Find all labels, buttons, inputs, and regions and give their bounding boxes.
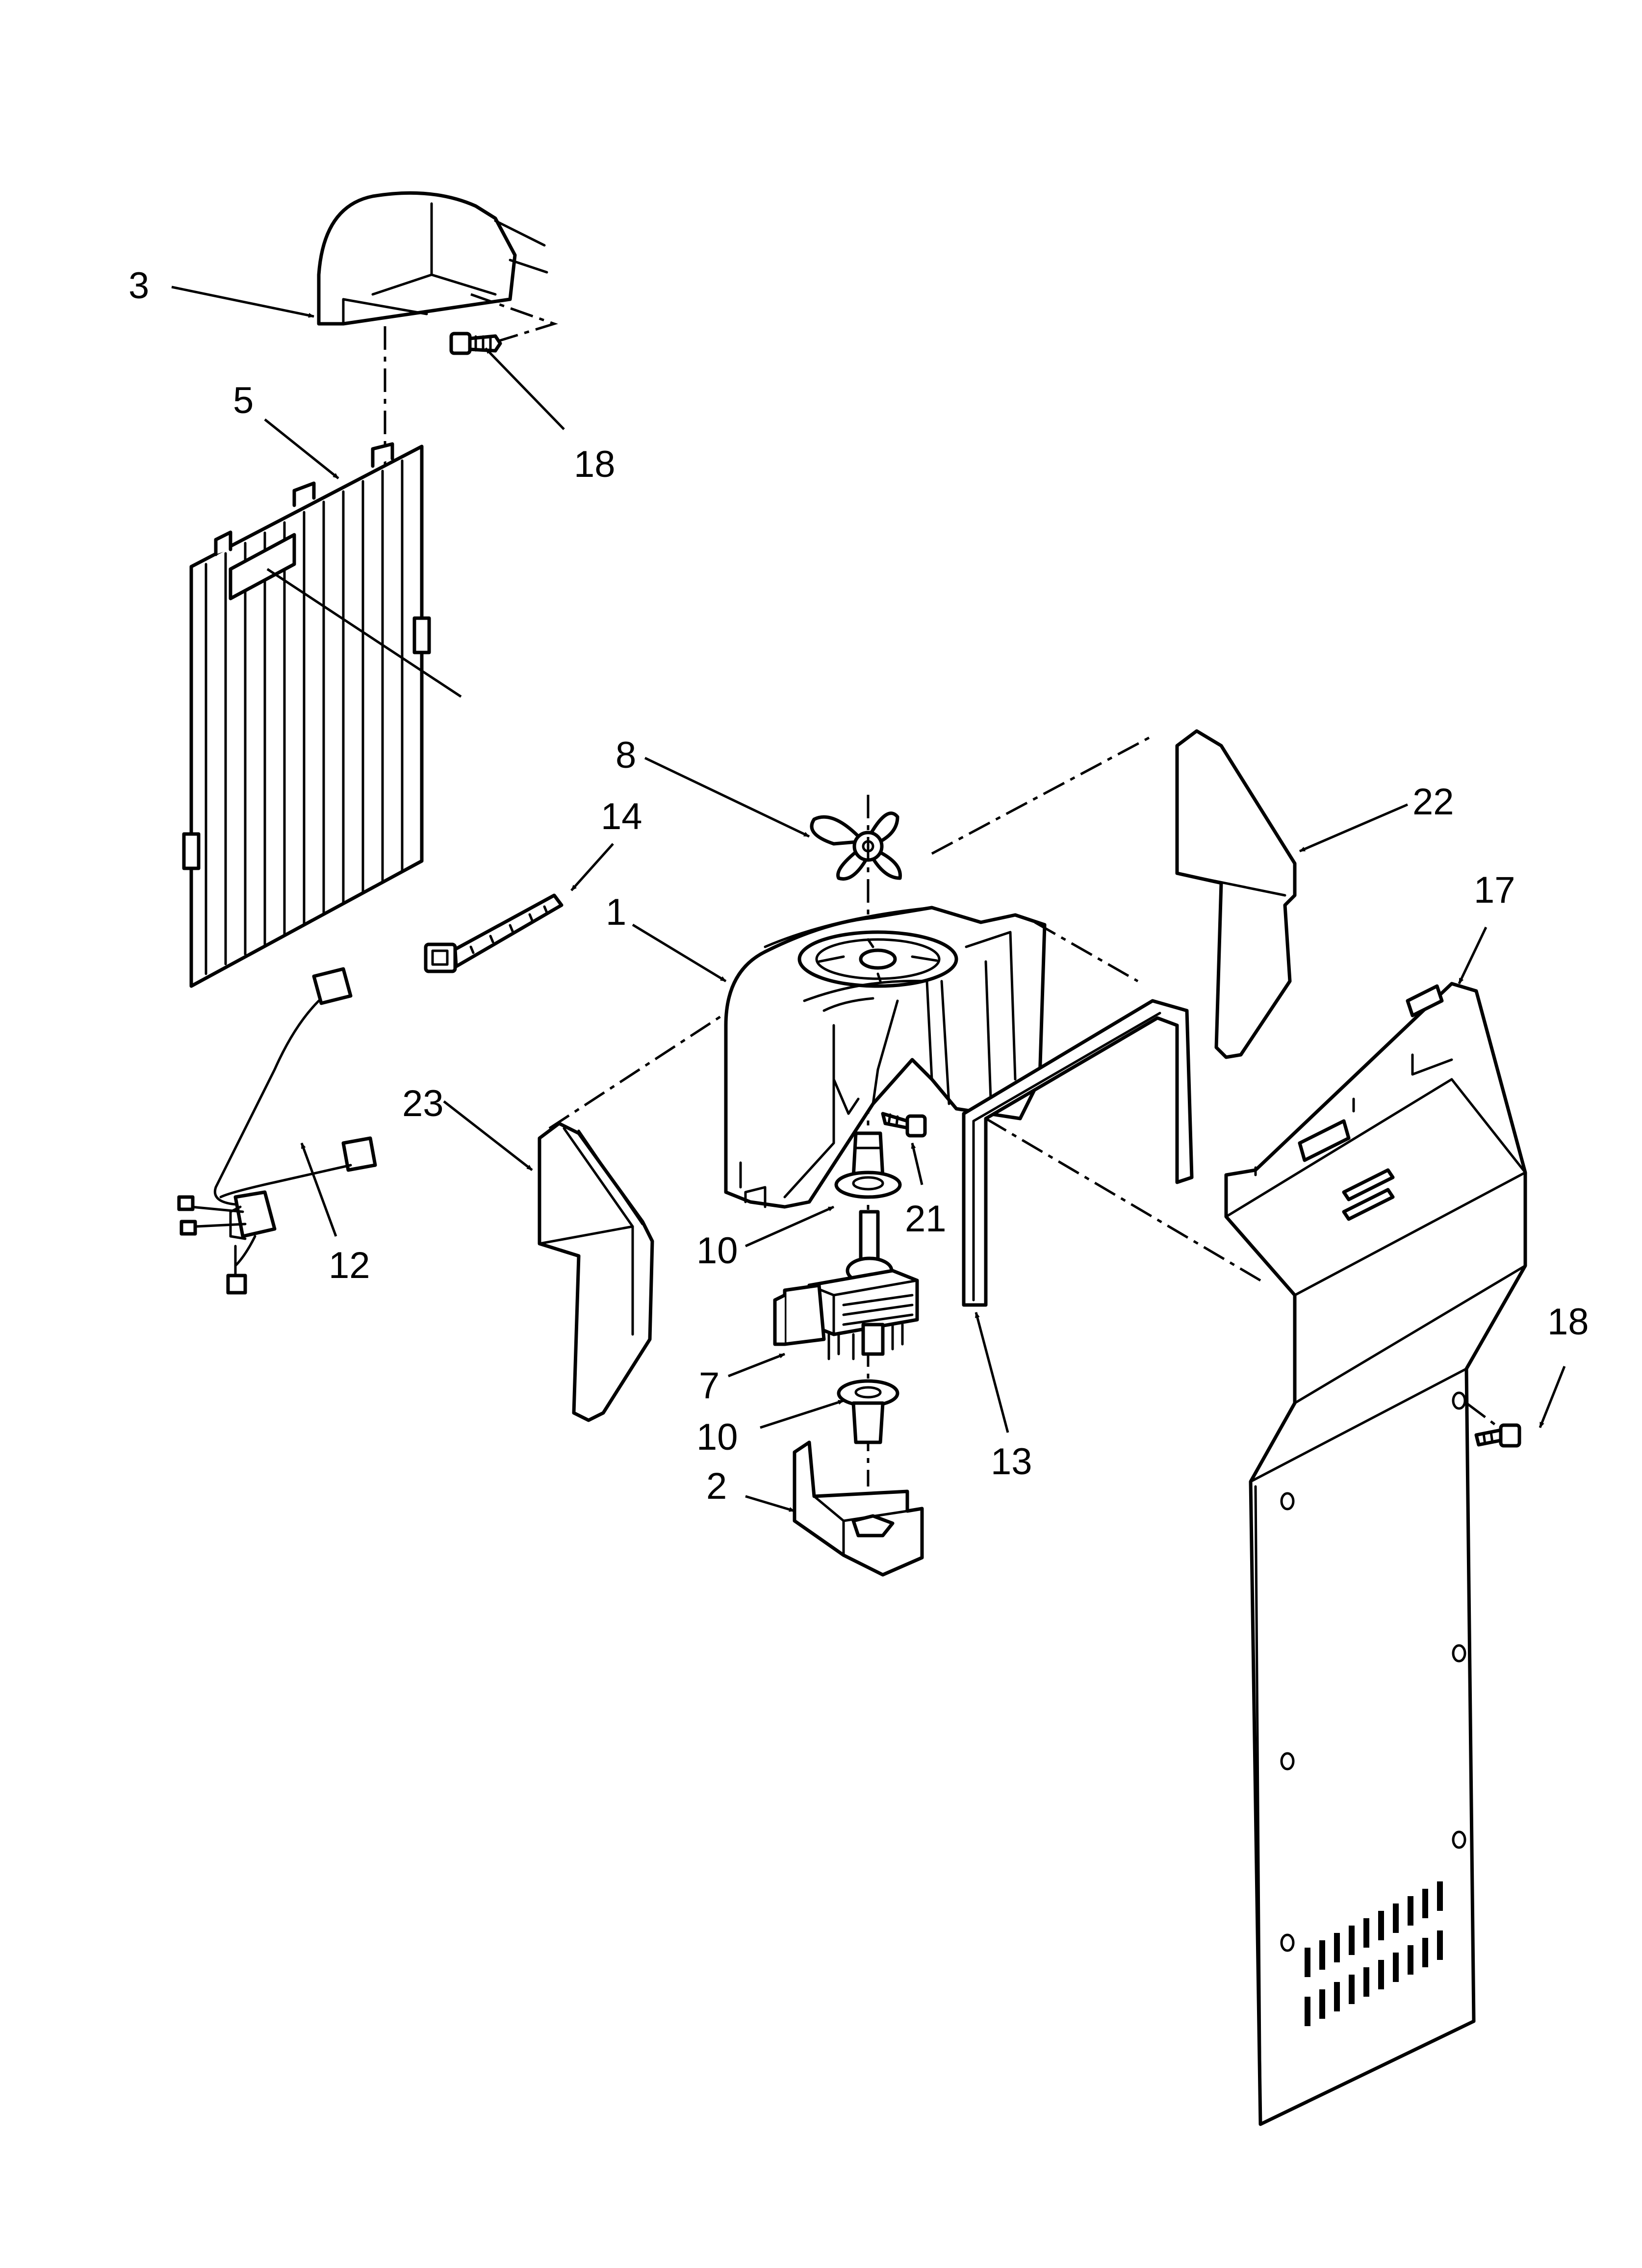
callout-22: 22 [1412, 781, 1454, 823]
part-2-motor-bracket [793, 1440, 924, 1577]
part-22-right-insulation [1175, 729, 1297, 1059]
part-3-duct-cover [317, 191, 548, 326]
vent-slots [1305, 1881, 1443, 2026]
callout-14: 14 [601, 796, 642, 837]
callout-17: 17 [1474, 869, 1515, 911]
guide-1-to-23 [548, 1012, 727, 1130]
part-18-screw-right [1474, 1423, 1521, 1448]
callout-1: 1 [606, 891, 626, 933]
part-14-cable-tie [424, 893, 564, 973]
callout-labels: 3 5 18 8 14 22 1 17 23 12 21 10 7 10 13 … [128, 265, 1589, 1507]
part-23-left-insulation [538, 1121, 654, 1422]
part-10-washer-upper [834, 1131, 902, 1199]
callout-10-lower: 10 [696, 1416, 738, 1458]
callout-5: 5 [233, 380, 254, 421]
part-17-rear-panel [1224, 982, 1527, 2126]
guide-13-to-17 [985, 1117, 1261, 1282]
guide-1-to-22 [931, 734, 1154, 855]
callout-10-upper: 10 [696, 1230, 738, 1272]
part-1-fan-shroud [724, 906, 1047, 1209]
part-7-fan-motor [773, 1210, 919, 1360]
leader-arrows [171, 286, 1566, 1512]
part-13-gasket [962, 999, 1194, 1307]
callout-18-top: 18 [574, 443, 616, 485]
callout-13: 13 [991, 1441, 1032, 1483]
part-12-wire-harness [177, 967, 377, 1295]
part-21-screw [881, 1112, 927, 1138]
guide-17-to-18 [1465, 1402, 1507, 1434]
part-5-evaporator-grille [182, 442, 431, 988]
callout-23: 23 [402, 1083, 444, 1124]
part-18-screw-top [449, 332, 502, 355]
part-8-fan-blade [810, 811, 902, 881]
part-10-washer-lower [837, 1379, 899, 1444]
callout-21: 21 [905, 1198, 947, 1240]
callout-7: 7 [699, 1365, 719, 1407]
label-line-5 [266, 568, 462, 698]
guide-1-to-13 [1034, 921, 1139, 983]
callout-18-right: 18 [1547, 1301, 1589, 1343]
guide-3-to-18 [470, 293, 558, 345]
callout-2: 2 [706, 1465, 727, 1507]
callout-12: 12 [329, 1245, 370, 1286]
callout-8: 8 [616, 734, 636, 776]
callout-3: 3 [128, 265, 149, 307]
